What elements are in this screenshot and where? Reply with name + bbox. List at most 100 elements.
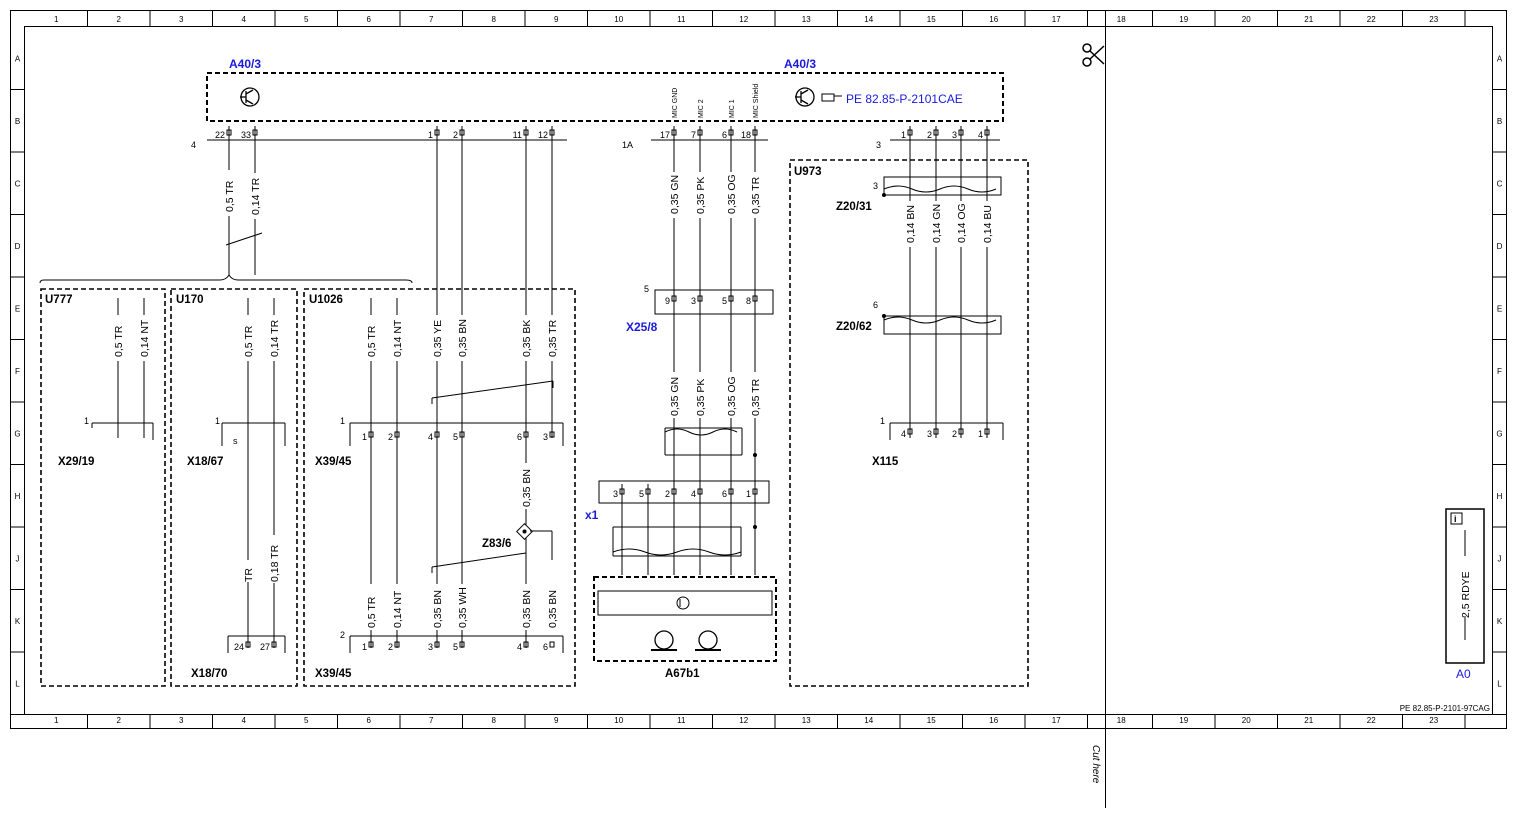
grid-row-label: J <box>1498 554 1502 563</box>
wire-label: 0,35 PK <box>695 379 707 416</box>
u777-label: U777 <box>45 294 73 306</box>
grid-row-label: J <box>16 554 20 563</box>
pin-socket <box>907 428 913 435</box>
wire-label: 0,35 GN <box>669 175 681 214</box>
wire-label-bg <box>112 315 124 361</box>
pe-link[interactable]: PE 82.85-P-2101CAE <box>846 92 963 106</box>
x39-45-top-pin: 3 <box>543 432 548 442</box>
wire-label-bg <box>431 315 443 361</box>
wire-label-bg <box>365 584 377 630</box>
wire-label-bg <box>242 315 254 361</box>
variant-u973: U973 3 Z20/31 6 Z20/62 1 X115 <box>789 159 1029 687</box>
z83-6-splice <box>516 523 553 560</box>
wire-label-bg <box>249 173 261 219</box>
variant-u777: U777 1 X29/19 <box>40 288 166 687</box>
mic-label: MIC 2 <box>698 99 705 118</box>
wire-label-bg <box>520 315 532 361</box>
x29-19-label: X29/19 <box>58 456 94 468</box>
grid-row-label: B <box>15 117 20 126</box>
transistor-icon <box>676 596 690 610</box>
grid-col-label: 23 <box>1429 716 1438 725</box>
a40-pin: 33 <box>241 130 251 140</box>
wire-label: 0,35 GN <box>669 377 681 416</box>
a40-right-label: A40/3 <box>784 57 816 71</box>
z20-31-number: 3 <box>873 181 878 191</box>
pin-socket <box>459 431 465 438</box>
grid-row-label: F <box>15 367 20 376</box>
grid-col-label: 2 <box>117 15 122 24</box>
grid-col-label: 22 <box>1367 716 1376 725</box>
wire-label-bg <box>546 315 558 361</box>
wire-label: 0,14 NT <box>392 319 404 357</box>
grid-col-label: 11 <box>677 15 686 24</box>
info-wire-label: 2,5 RDYE <box>1460 571 1472 618</box>
pin-socket <box>394 431 400 438</box>
a40-pin: 1 <box>428 130 433 140</box>
pin-socket <box>671 488 677 495</box>
x39-45-bottom-pin: 6 <box>543 642 548 652</box>
pin-socket <box>459 641 465 648</box>
z83-6-label: Z83/6 <box>482 538 511 550</box>
pin-socket <box>394 641 400 648</box>
a40-connector-3: 3 <box>876 140 881 150</box>
grid-col-label: 4 <box>242 716 247 725</box>
x18-67-pin-s: s <box>233 436 238 446</box>
grid-col-label: 5 <box>304 15 309 24</box>
wire-label: 0,35 OG <box>726 174 738 214</box>
wire-label-bg <box>694 372 706 418</box>
x25-8-number: 5 <box>644 284 649 294</box>
grid-row-label: L <box>1497 679 1502 688</box>
pin-socket <box>958 428 964 435</box>
grid-row-label: A <box>15 54 21 63</box>
grid-col-label: 6 <box>367 716 372 725</box>
scissors-icon <box>1082 43 1105 67</box>
grid-col-label: 22 <box>1367 15 1376 24</box>
variant-u170: U170 1 s X18/67 X18/70 <box>170 288 298 687</box>
wire-label-bg <box>520 463 532 509</box>
grid-col-label: 3 <box>179 15 184 24</box>
wire-label: 0,5 TR <box>113 325 125 357</box>
info-ref: A0 <box>1456 667 1471 681</box>
x1-label: x1 <box>585 508 599 522</box>
grid-row-label: G <box>1496 429 1502 438</box>
x39-45-bottom-pin: 4 <box>517 642 522 652</box>
x18-70-label: X18/70 <box>191 668 227 680</box>
x115-pin: 1 <box>978 429 983 439</box>
outer-frame <box>10 10 1507 729</box>
wire-label: 0,35 BN <box>432 590 444 628</box>
wire-label-bg <box>456 315 468 361</box>
transistor-icon <box>240 87 260 107</box>
grid-row-label: D <box>1497 242 1503 251</box>
x1-pin: 4 <box>691 489 696 499</box>
wire-label: 0,5 TR <box>224 180 236 212</box>
x25-8-pin: 8 <box>746 296 751 306</box>
module-a40-3: A40/3 A40/3 PE 82.85-P-2101CAE 4 1A 3 <box>191 57 1004 150</box>
x115-label: X115 <box>872 456 899 468</box>
x39-45-top-pin: 4 <box>428 432 433 442</box>
inner-frame <box>24 26 1493 715</box>
x39-45-top-pin: 1 <box>362 432 367 442</box>
grid-col-label: 18 <box>1117 716 1126 725</box>
wire-label-bg <box>242 560 254 582</box>
mic-label: MIC Shield <box>753 84 760 118</box>
grid-row-label: G <box>14 429 20 438</box>
grid-col-label: 9 <box>554 15 559 24</box>
x18-67-label: X18/67 <box>187 456 223 468</box>
grid-row-label: H <box>1497 492 1503 501</box>
x25-8-pin: 3 <box>691 296 696 306</box>
wire-label: 0,35 BN <box>521 469 533 507</box>
wire-label-bg <box>223 170 235 216</box>
pin-socket <box>549 641 555 648</box>
a40-pin: 12 <box>538 130 548 140</box>
grid-row-label: E <box>15 304 20 313</box>
pin-socket <box>523 431 529 438</box>
grid-row-label: A <box>1497 54 1503 63</box>
grid-col-label: 7 <box>429 15 434 24</box>
pointing-hand-icon <box>821 93 842 102</box>
grid-col-label: 17 <box>1052 716 1061 725</box>
wire-label-bg <box>456 584 468 630</box>
wire-label-bg <box>725 372 737 418</box>
x1-pin: 3 <box>613 489 618 499</box>
